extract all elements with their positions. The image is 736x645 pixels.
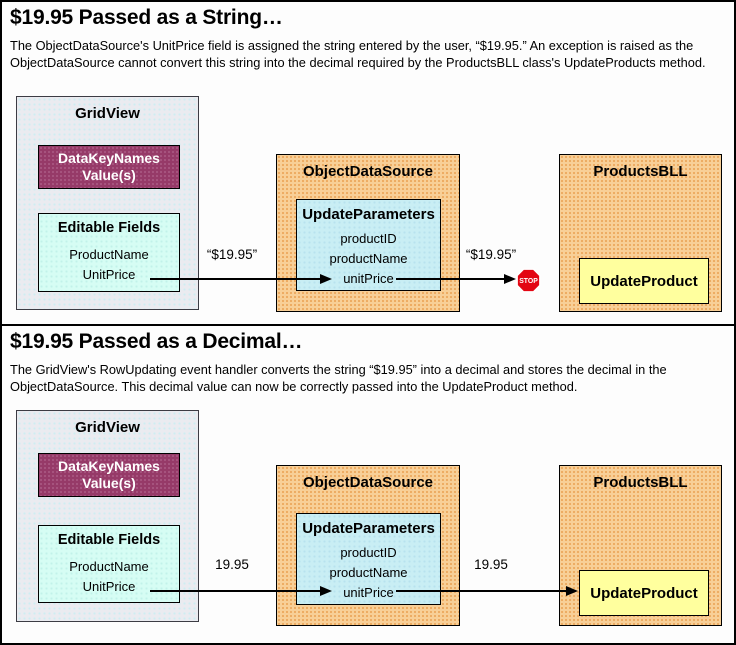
- datakeynames-label-line2: Value(s): [82, 167, 136, 183]
- arrowhead-ods-to-bll: [504, 274, 516, 284]
- field-productname: ProductName: [69, 247, 149, 262]
- gridview-box: GridView DataKeyNames Value(s) Editable …: [16, 96, 199, 310]
- panel-description: The ObjectDataSource's UnitPrice field i…: [10, 38, 706, 70]
- datakeynames-label-line2: Value(s): [82, 475, 136, 491]
- updateparameters-title: UpdateParameters: [302, 520, 435, 537]
- updateparameters-title: UpdateParameters: [302, 206, 435, 223]
- param-productname: productName: [329, 565, 408, 580]
- productsbll-title: ProductsBLL: [593, 163, 688, 180]
- panel-description: The GridView's RowUpdating event handler…: [10, 362, 667, 394]
- param-productid: productID: [340, 545, 397, 560]
- updateproduct-label: UpdateProduct: [590, 584, 698, 602]
- field-unitprice: UnitPrice: [82, 579, 136, 594]
- arrowhead-ods-to-updateproduct: [566, 586, 578, 596]
- updateproduct-box: UpdateProduct: [579, 570, 709, 616]
- arrow2-value-label: “$19.95”: [465, 247, 517, 262]
- editable-fields-title: Editable Fields: [57, 220, 161, 236]
- editable-fields-box: Editable Fields ProductName UnitPrice: [38, 213, 180, 292]
- stop-sign-text: STOP: [519, 278, 538, 285]
- field-unitprice: UnitPrice: [82, 267, 136, 282]
- field-productname: ProductName: [69, 559, 149, 574]
- param-unitprice: unitPrice: [343, 271, 394, 286]
- panel-passed-as-string: $19.95 Passed as a String… The ObjectDat…: [2, 2, 734, 326]
- panel-title: $19.95 Passed as a Decimal…: [10, 330, 303, 353]
- productsbll-title: ProductsBLL: [593, 474, 688, 491]
- arrow1-value-label: 19.95: [215, 557, 249, 572]
- stop-sign-icon: STOP: [516, 268, 541, 293]
- datakeynames-box: DataKeyNames Value(s): [38, 453, 180, 497]
- productsbll-box: ProductsBLL UpdateProduct: [559, 154, 722, 312]
- panel-title: $19.95 Passed as a String…: [10, 6, 283, 29]
- gridview-title: GridView: [75, 105, 140, 122]
- param-unitprice: unitPrice: [343, 585, 394, 600]
- datakeynames-label-line1: DataKeyNames: [58, 458, 160, 474]
- updateproduct-label: UpdateProduct: [590, 272, 698, 290]
- objectdatasource-box: ObjectDataSource UpdateParameters produc…: [276, 465, 460, 626]
- arrow2-value-label: 19.95: [474, 557, 508, 572]
- productsbll-box: ProductsBLL UpdateProduct: [559, 465, 722, 626]
- arrow-gridview-to-ods: [150, 278, 320, 280]
- updateparameters-box: UpdateParameters productID productName u…: [296, 513, 441, 605]
- updateparameters-box: UpdateParameters productID productName u…: [296, 199, 441, 291]
- arrow-gridview-to-ods: [150, 590, 320, 592]
- panel-passed-as-decimal: $19.95 Passed as a Decimal… The GridView…: [2, 326, 734, 643]
- gridview-box: GridView DataKeyNames Value(s) Editable …: [16, 410, 199, 622]
- arrow-ods-to-updateproduct: [396, 590, 566, 592]
- gridview-title: GridView: [75, 419, 140, 436]
- datakeynames-label-line1: DataKeyNames: [58, 150, 160, 166]
- arrowhead-gridview-to-ods: [320, 274, 332, 284]
- arrowhead-gridview-to-ods: [320, 586, 332, 596]
- arrow1-value-label: “$19.95”: [206, 247, 258, 262]
- updateproduct-box: UpdateProduct: [579, 258, 709, 304]
- objectdatasource-box: ObjectDataSource UpdateParameters produc…: [276, 154, 460, 312]
- datakeynames-box: DataKeyNames Value(s): [38, 145, 180, 189]
- objectdatasource-title: ObjectDataSource: [302, 163, 434, 180]
- editable-fields-title: Editable Fields: [57, 532, 161, 548]
- param-productid: productID: [340, 231, 397, 246]
- arrow-ods-to-bll: [396, 278, 504, 280]
- objectdatasource-title: ObjectDataSource: [302, 474, 434, 491]
- param-productname: productName: [329, 251, 408, 266]
